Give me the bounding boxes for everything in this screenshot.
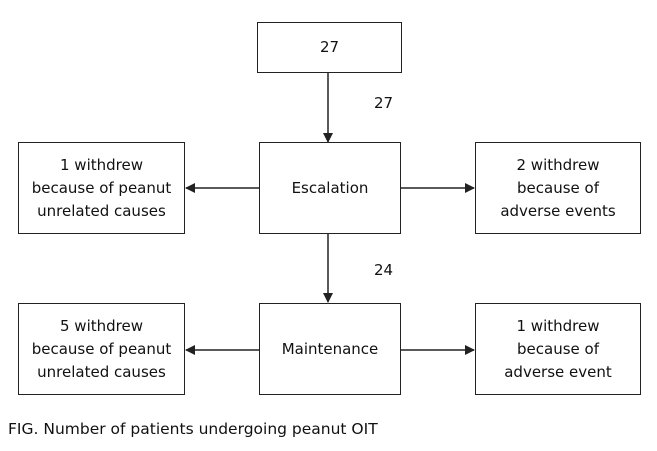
top-box: 27 — [257, 22, 402, 73]
top-box-label: 27 — [319, 38, 340, 56]
escalation-label: Escalation — [291, 178, 369, 197]
left-box-maintenance-line-3: unrelated causes — [37, 362, 166, 381]
left-box-escalation-line-3: unrelated causes — [37, 201, 166, 220]
right-box-escalation: 2 withdrew because of adverse events — [475, 142, 641, 234]
maintenance-box: Maintenance — [259, 303, 401, 395]
right-box-maintenance-line-3: adverse event — [504, 362, 612, 381]
right-box-escalation-line-3: adverse events — [500, 201, 616, 220]
right-box-escalation-line-1: 2 withdrew — [516, 155, 600, 174]
right-box-escalation-line-2: because of — [517, 178, 599, 197]
right-box-maintenance-line-1: 1 withdrew — [516, 316, 600, 335]
left-box-maintenance-line-1: 5 withdrew — [59, 316, 143, 335]
escalation-box: Escalation — [259, 142, 401, 234]
right-box-maintenance-line-2: because of — [517, 339, 599, 358]
left-box-maintenance-line-2: because of peanut — [31, 339, 172, 358]
left-box-maintenance: 5 withdrew because of peanut unrelated c… — [18, 303, 185, 395]
arrow-label-24: 24 — [374, 261, 394, 279]
maintenance-label: Maintenance — [281, 339, 379, 358]
left-box-escalation-line-1: 1 withdrew — [59, 155, 143, 174]
right-box-maintenance: 1 withdrew because of adverse event — [475, 303, 641, 395]
arrow-label-27: 27 — [374, 94, 394, 112]
left-box-escalation-line-2: because of peanut — [31, 178, 172, 197]
figure-caption: FIG. Number of patients undergoing peanu… — [8, 420, 378, 438]
left-box-escalation: 1 withdrew because of peanut unrelated c… — [18, 142, 185, 234]
